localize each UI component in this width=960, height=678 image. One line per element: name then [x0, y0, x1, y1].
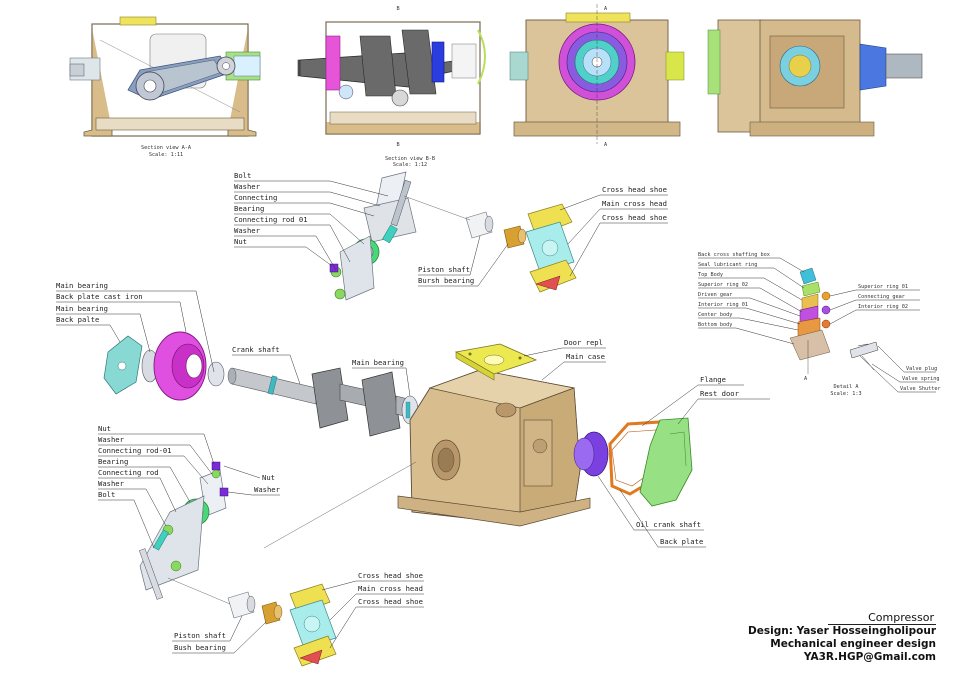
label-valve-spring: Valve spring — [902, 376, 939, 382]
label-valve-4: Driven gear — [698, 292, 732, 298]
caption-b1: Section view B-B — [385, 156, 435, 162]
flange-group — [573, 417, 693, 507]
crankshaft — [227, 367, 419, 437]
label-cross-head-shoe-top-1: Cross head shoe — [602, 185, 667, 194]
label-back-plate-center: Back plate — [660, 537, 703, 546]
title-block: Compressor Design: Yaser Hosseingholipou… — [748, 606, 936, 664]
label-main-cross-head-bottom: Main cross head — [358, 584, 423, 593]
label-nut-top: Nut — [234, 237, 247, 246]
label-conrod-bottom: Connecting rod — [98, 468, 159, 477]
section-b-top: B — [396, 6, 399, 12]
label-valve-6: Center body — [698, 312, 732, 318]
label-main-case: Main case — [566, 352, 605, 361]
label-detail-caption2: Scale: 1:3 — [830, 391, 861, 397]
label-bearing-bottom: Bearing — [98, 457, 128, 466]
label-washer-bottom: Washer — [98, 435, 125, 444]
label-cross-head-shoe-top-2: Cross head shoe — [602, 213, 667, 222]
caption-b2: Scale: 1:12 — [393, 162, 427, 168]
caption-a1: Section view A-A — [141, 145, 192, 151]
caption-a2: Scale: 1:11 — [149, 152, 183, 158]
assembly-center-lines — [167, 195, 471, 605]
label-door-rep: Door repl — [564, 338, 603, 347]
label-main-bearing-left-2: Main bearing — [56, 304, 108, 313]
label-valve-3: Superior ring 02 — [698, 282, 748, 288]
label-nut-bottom: Nut — [98, 424, 111, 433]
label-oil-crank-shaft: Oil crank shaft — [636, 520, 701, 529]
label-valve-shutter: Valve Shutter — [900, 386, 941, 392]
label-bolt-bottom: Bolt — [98, 490, 115, 499]
label-main-cross-head-top: Main cross head — [602, 199, 667, 208]
crosshead-top-labels: Piston shaft Bursh bearing Cross head sh… — [418, 185, 668, 287]
flange-labels: Flange Rest door Oil crank shaft Back pl… — [597, 375, 770, 548]
label-bush-bearing-top: Bursh bearing — [418, 276, 474, 285]
label-crank-shaft: Crank shaft — [232, 345, 280, 354]
connecting-rod-group-top — [329, 171, 417, 301]
label-detail-caption1: Detail A — [834, 384, 860, 390]
label-conrod01-bottom: Connecting rod-01 — [98, 446, 172, 455]
section-b-bottom: B — [396, 142, 399, 148]
label-cross-head-shoe-bottom-1: Cross head shoe — [358, 571, 423, 580]
designer-role: Mechanical engineer design — [770, 638, 936, 650]
connecting-rod-group-bottom — [138, 461, 229, 600]
center-labels-left: Crank shaft Main bearing — [232, 345, 411, 397]
label-valve-2: Top Body — [698, 272, 723, 278]
label-valve-7: Bottom body — [698, 322, 732, 328]
label-valve-plug: Valve plug — [906, 366, 937, 372]
crosshead-group-top — [465, 203, 577, 293]
label-valve-r0: Superior ring 01 — [858, 284, 908, 290]
label-main-bearing-left: Main bearing — [56, 281, 108, 290]
label-piston-shaft-bottom: Piston shaft — [174, 631, 226, 640]
section-view-b: B B Section view B-B Scale: 1:12 — [297, 6, 486, 168]
label-back-plate-cast-iron: Back plate cast iron — [56, 292, 143, 301]
label-washer2-top: Washer — [234, 226, 261, 235]
label-detail-a: A — [804, 376, 808, 382]
label-rest-door: Rest door — [700, 389, 740, 398]
crosshead-bottom-labels: Piston shaft Bush bearing Cross head sho… — [172, 571, 424, 654]
label-valve-1: Seal lubricant ring — [698, 262, 757, 268]
label-washer-top: Washer — [234, 182, 261, 191]
label-bearing-top: Bearing — [234, 204, 264, 213]
connecting-rod-bottom-labels: Nut Washer Connecting rod-01 Bearing Con… — [98, 424, 281, 549]
label-valve-0: Back cross shaffing box — [698, 252, 770, 258]
label-valve-5: Interior ring 01 — [698, 302, 748, 308]
label-piston-shaft-top: Piston shaft — [418, 265, 470, 274]
section-a-top: A — [604, 6, 608, 12]
valve-assembly-labels: Back cross shaffing box Seal lubricant r… — [698, 252, 941, 397]
label-conrod01-top: Connecting rod 01 — [234, 215, 308, 224]
front-view: A A — [509, 4, 685, 148]
label-main-bearing-center: Main bearing — [352, 358, 404, 367]
section-view-a: Section view A-A Scale: 1:11 — [69, 16, 261, 158]
label-cross-head-shoe-bottom-2: Cross head shoe — [358, 597, 423, 606]
label-washer-right: Washer — [254, 485, 281, 494]
left-group-labels: Main bearing Back plate cast iron Main b… — [56, 281, 215, 373]
label-flange: Flange — [700, 375, 726, 384]
label-connecting-top: Connecting — [234, 193, 277, 202]
drawing-title: Compressor — [828, 611, 936, 625]
valve-assembly — [789, 267, 879, 374]
side-view — [707, 19, 923, 137]
label-back-palte: Back palte — [56, 315, 99, 324]
label-bolt-top: Bolt — [234, 171, 251, 180]
left-bearing-group — [103, 331, 225, 401]
designer-name: Design: Yaser Hosseingholipour — [748, 625, 936, 637]
section-a-bottom: A — [604, 142, 608, 148]
designer-email: YA3R.HGP@Gmail.com — [803, 651, 936, 663]
main-case — [397, 343, 591, 527]
label-washer2-bottom: Washer — [98, 479, 125, 488]
connecting-rod-top-labels: Bolt Washer Connecting Bearing Connectin… — [234, 171, 389, 271]
label-bush-bearing-bottom: Bush bearing — [174, 643, 226, 652]
crosshead-group-bottom — [227, 583, 337, 667]
label-valve-r1: Connecting gear — [858, 294, 905, 300]
label-nut-right: Nut — [262, 473, 275, 482]
label-valve-r2: Interior ring 02 — [858, 304, 908, 310]
main-case-labels: Door repl Main case — [523, 338, 606, 381]
